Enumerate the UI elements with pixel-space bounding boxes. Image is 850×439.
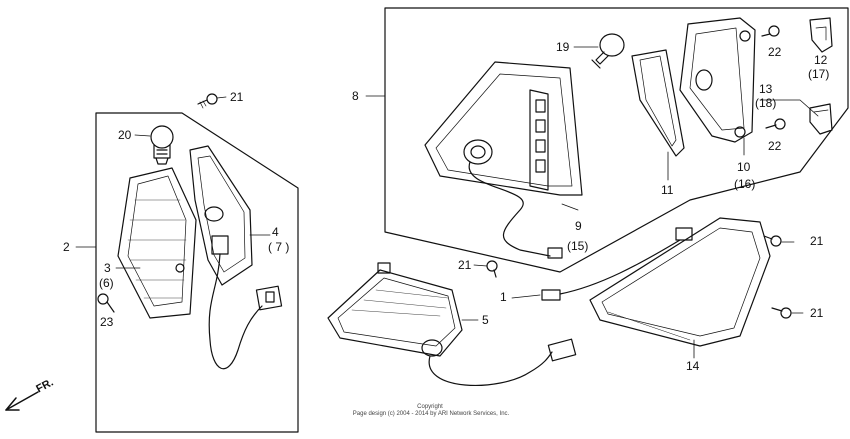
callout-19: 19 xyxy=(556,40,570,54)
callout-10: 10 xyxy=(737,160,751,174)
wire-harness-1 xyxy=(541,227,693,301)
callout-8: 8 xyxy=(352,89,359,103)
callout-3: 3 xyxy=(104,261,111,275)
housing-10 xyxy=(679,17,756,143)
leader-lines xyxy=(75,46,819,359)
clip-12 xyxy=(809,17,833,53)
callout-9: 9 xyxy=(575,219,582,233)
copyright-line-2: Page design (c) 2004 - 2014 by ARI Netwo… xyxy=(352,411,510,417)
front-arrow xyxy=(5,391,39,411)
callout-13: 13 xyxy=(759,82,773,96)
callout-3-alt: (6) xyxy=(99,276,114,290)
callout-21-left: 21 xyxy=(230,90,244,104)
rear-assembly-boundary xyxy=(384,7,849,273)
callout-21-right-top: 21 xyxy=(810,234,824,248)
callout-4-alt: ( 7 ) xyxy=(268,240,290,254)
screw-22-top xyxy=(761,25,780,37)
callout-22-bottom: 22 xyxy=(768,139,782,153)
screw-23 xyxy=(97,293,115,313)
side-reflector-14 xyxy=(589,217,771,347)
bulb-19 xyxy=(591,33,625,69)
callout-12-alt: (17) xyxy=(808,67,830,81)
bulb-20 xyxy=(150,125,174,165)
callout-23: 23 xyxy=(100,315,114,329)
callout-22-top: 22 xyxy=(768,45,782,59)
callout-11: 11 xyxy=(661,183,674,197)
screw-22-bottom xyxy=(765,118,786,130)
gasket-11 xyxy=(631,49,685,157)
callout-20: 20 xyxy=(118,128,132,142)
front-lens-left xyxy=(117,167,197,319)
screw-21-mid xyxy=(486,260,498,278)
callout-21-right-bottom: 21 xyxy=(810,306,824,320)
callout-1: 1 xyxy=(500,290,507,304)
screw-21-right-top xyxy=(763,235,782,247)
callout-13-alt: (18) xyxy=(755,96,777,110)
front-lens-5 xyxy=(327,262,577,386)
screw-21-right-bottom xyxy=(771,307,792,319)
callout-9-alt: (15) xyxy=(567,239,589,253)
callout-2: 2 xyxy=(63,240,70,254)
callout-10-alt: (16) xyxy=(734,177,756,191)
copyright-line-1: Copyright xyxy=(417,404,443,410)
left-assembly-boundary xyxy=(95,112,299,433)
callout-21-mid: 21 xyxy=(458,258,472,272)
callout-4: 4 xyxy=(272,225,279,239)
callout-12: 12 xyxy=(814,53,828,67)
housing-4 xyxy=(189,145,283,370)
callout-5: 5 xyxy=(482,313,489,327)
clip-13 xyxy=(809,103,833,135)
screw-21-left xyxy=(197,93,218,109)
callout-14: 14 xyxy=(686,359,700,373)
rear-lens-9 xyxy=(424,61,583,259)
